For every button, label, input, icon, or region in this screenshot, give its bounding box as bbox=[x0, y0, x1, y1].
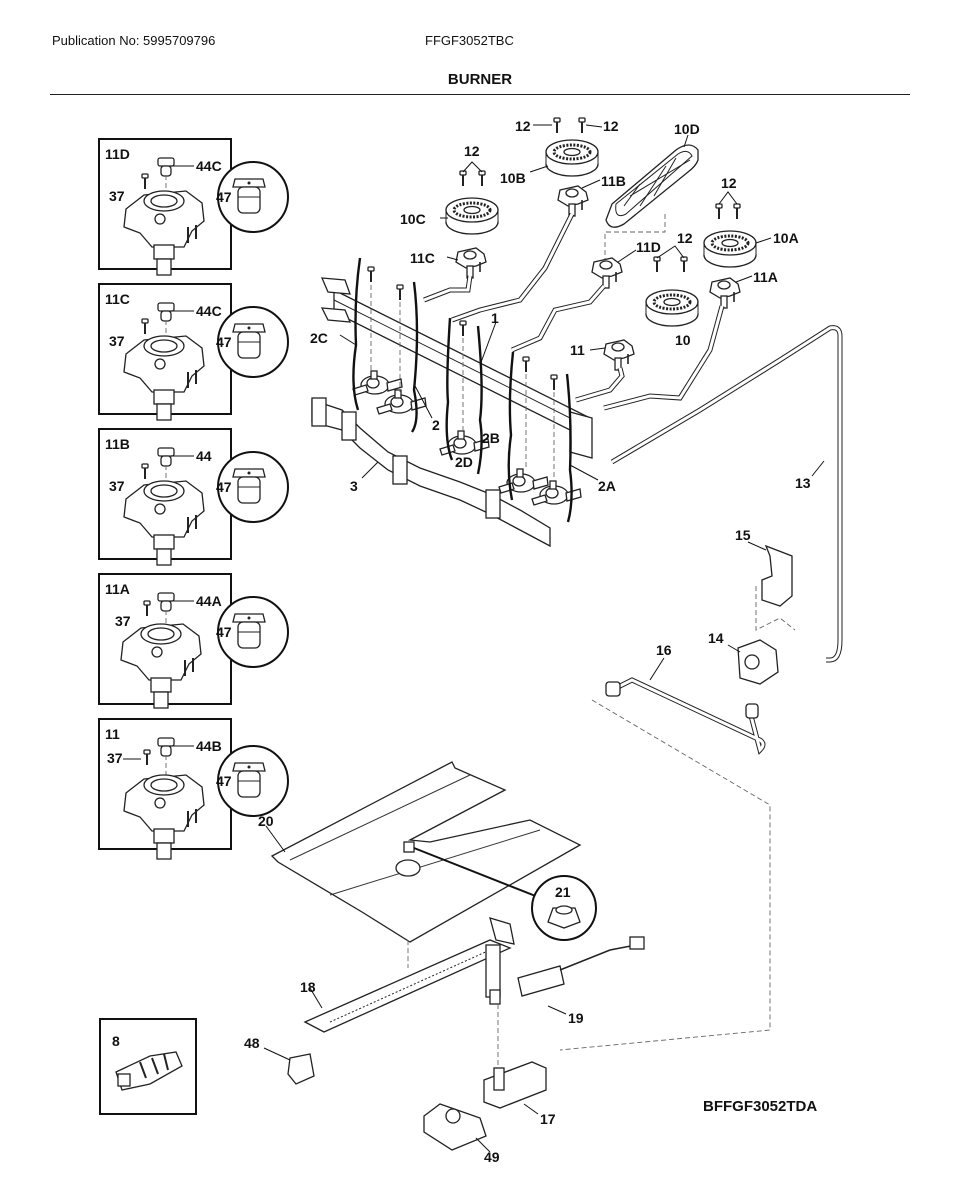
burner-head-11D: 11D bbox=[591, 239, 661, 289]
part-10D-label: 10D bbox=[674, 121, 700, 137]
screw-12-label-d: 12 bbox=[721, 175, 737, 191]
valve-braces: 2C 2 2D 2B 2A bbox=[310, 257, 616, 523]
burner-cap-10C: 12 10C bbox=[400, 143, 500, 236]
inset-11: 11 44B 37 47 bbox=[98, 718, 289, 860]
part-10A-label: 10A bbox=[773, 230, 799, 246]
burner-head-11B: 11B bbox=[557, 173, 626, 217]
inset-11A-label: 11A bbox=[105, 581, 130, 597]
inset-8: 8 bbox=[99, 1018, 197, 1115]
burner-cap-10: 12 10 bbox=[644, 230, 700, 348]
inset-11A-screw-label: 37 bbox=[115, 613, 131, 629]
inset-11B-label: 11B bbox=[105, 436, 130, 452]
nut-21-detail: 21 bbox=[531, 875, 597, 941]
inset-11-label: 11 bbox=[105, 726, 120, 742]
inset-11-detail-label: 47 bbox=[216, 773, 232, 789]
inset-11D-cap-label: 44C bbox=[196, 158, 222, 174]
gas-tubes: 13 bbox=[423, 212, 843, 663]
inset-11A-detail-label: 47 bbox=[216, 624, 232, 640]
safety-valve-17: 17 bbox=[483, 1004, 556, 1127]
part-3-label: 3 bbox=[350, 478, 358, 494]
inset-11A-cap-label: 44A bbox=[196, 593, 222, 609]
part-2B-label: 2B bbox=[482, 430, 500, 446]
burner-head-11A: 11A bbox=[709, 269, 778, 309]
part-2A-label: 2A bbox=[598, 478, 616, 494]
gas-tube-16: 16 bbox=[559, 642, 771, 1051]
model-number: FFGF3052TBC bbox=[425, 33, 514, 48]
inset-11D-label: 11D bbox=[105, 146, 130, 162]
bake-burner-18: 18 bbox=[300, 917, 515, 1033]
part-8-label: 8 bbox=[112, 1033, 120, 1049]
inset-11B-screw-label: 37 bbox=[109, 478, 125, 494]
part-10C-label: 10C bbox=[400, 211, 426, 227]
publication-number: Publication No: 5995709796 bbox=[52, 33, 216, 48]
inset-11D: 11D 44C 37 47 bbox=[98, 138, 289, 276]
bracket-49: 49 bbox=[423, 1103, 500, 1165]
part-48-label: 48 bbox=[244, 1035, 260, 1051]
oven-baffle-20: 20 bbox=[258, 761, 582, 943]
inset-11C-cap-label: 44C bbox=[196, 303, 222, 319]
burner-cap-10A: 12 10A bbox=[702, 175, 799, 269]
part-20-label: 20 bbox=[258, 813, 274, 829]
inset-11B-cap-label: 44 bbox=[196, 448, 212, 464]
inset-11C-label: 11C bbox=[105, 291, 130, 307]
burner-cap-10B: 12 12 10B bbox=[500, 117, 619, 186]
part-11C-label: 11C bbox=[410, 250, 435, 266]
part-11D-label: 11D bbox=[636, 239, 661, 255]
part-11-label: 11 bbox=[570, 342, 585, 358]
part-19-label: 19 bbox=[568, 1010, 584, 1026]
pressure-regulator-14: 14 bbox=[708, 630, 779, 685]
burner-head-11: 11 bbox=[570, 339, 635, 371]
part-2-label: 2 bbox=[432, 417, 440, 433]
inset-11C-detail-label: 47 bbox=[216, 334, 232, 350]
part-2D-label: 2D bbox=[455, 454, 473, 470]
screw-12-label-a: 12 bbox=[515, 118, 531, 134]
part-2C-label: 2C bbox=[310, 330, 328, 346]
inset-11D-screw-label: 37 bbox=[109, 188, 125, 204]
part-49-label: 49 bbox=[484, 1149, 500, 1165]
screw-12-label-c: 12 bbox=[464, 143, 480, 159]
part-10B-label: 10B bbox=[500, 170, 526, 186]
diagram-code: BFFGF3052TDA bbox=[703, 1098, 818, 1115]
burner-head-11C: 11C bbox=[410, 247, 487, 279]
inset-11C-screw-label: 37 bbox=[109, 333, 125, 349]
screw-12-label-b: 12 bbox=[603, 118, 619, 134]
section-title: BURNER bbox=[447, 71, 513, 88]
bracket-3: 3 bbox=[311, 397, 551, 548]
part-10-label: 10 bbox=[675, 332, 691, 348]
inset-11C: 11C 44C 37 47 bbox=[98, 283, 289, 421]
inset-11A: 11A 44A 37 47 bbox=[98, 573, 289, 709]
igniter-19: 19 bbox=[517, 936, 645, 1026]
screw-12-label-e: 12 bbox=[677, 230, 693, 246]
part-16-label: 16 bbox=[656, 642, 672, 658]
bracket-48: 48 bbox=[244, 1035, 315, 1085]
inset-11B-detail-label: 47 bbox=[216, 479, 232, 495]
part-11B-label: 11B bbox=[601, 173, 626, 189]
regulator-bracket-15: 15 bbox=[735, 527, 796, 631]
griddle-burner-10D: 10D bbox=[604, 121, 700, 262]
part-17-label: 17 bbox=[540, 1111, 556, 1127]
inset-11D-detail-label: 47 bbox=[216, 189, 232, 205]
part-15-label: 15 bbox=[735, 527, 751, 543]
part-1-label: 1 bbox=[491, 310, 499, 326]
header-divider bbox=[50, 94, 910, 95]
part-14-label: 14 bbox=[708, 630, 724, 646]
part-21-label: 21 bbox=[555, 884, 571, 900]
valve-assemblies bbox=[352, 266, 582, 506]
inset-11-screw-label: 37 bbox=[107, 750, 123, 766]
inset-11-cap-label: 44B bbox=[196, 738, 222, 754]
part-11A-label: 11A bbox=[753, 269, 778, 285]
part-18-label: 18 bbox=[300, 979, 316, 995]
inset-11B: 11B 44 37 47 bbox=[98, 428, 289, 566]
part-13-label: 13 bbox=[795, 475, 811, 491]
